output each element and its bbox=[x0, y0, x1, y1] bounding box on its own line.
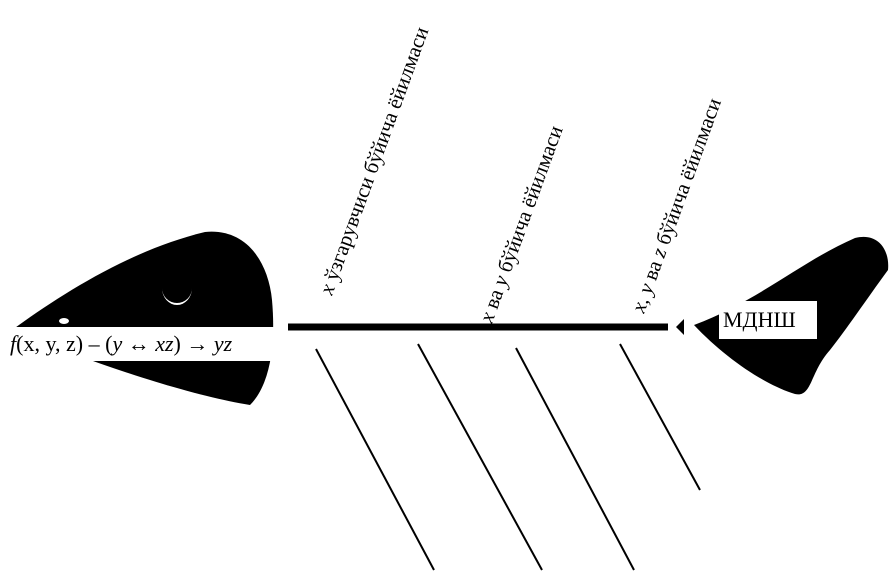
rib-bone-2 bbox=[417, 343, 543, 571]
spine-end-notch bbox=[676, 319, 684, 335]
rib-bone-1 bbox=[315, 348, 435, 571]
tail-label: МДНШ bbox=[719, 301, 817, 339]
rib-bone-4 bbox=[619, 343, 701, 491]
fish-head bbox=[12, 231, 274, 405]
rib-bone-3 bbox=[515, 347, 635, 571]
head-formula: f(x, y, z) – (y ↔ xz) → yz bbox=[10, 326, 280, 361]
fish-nostril bbox=[59, 318, 69, 324]
